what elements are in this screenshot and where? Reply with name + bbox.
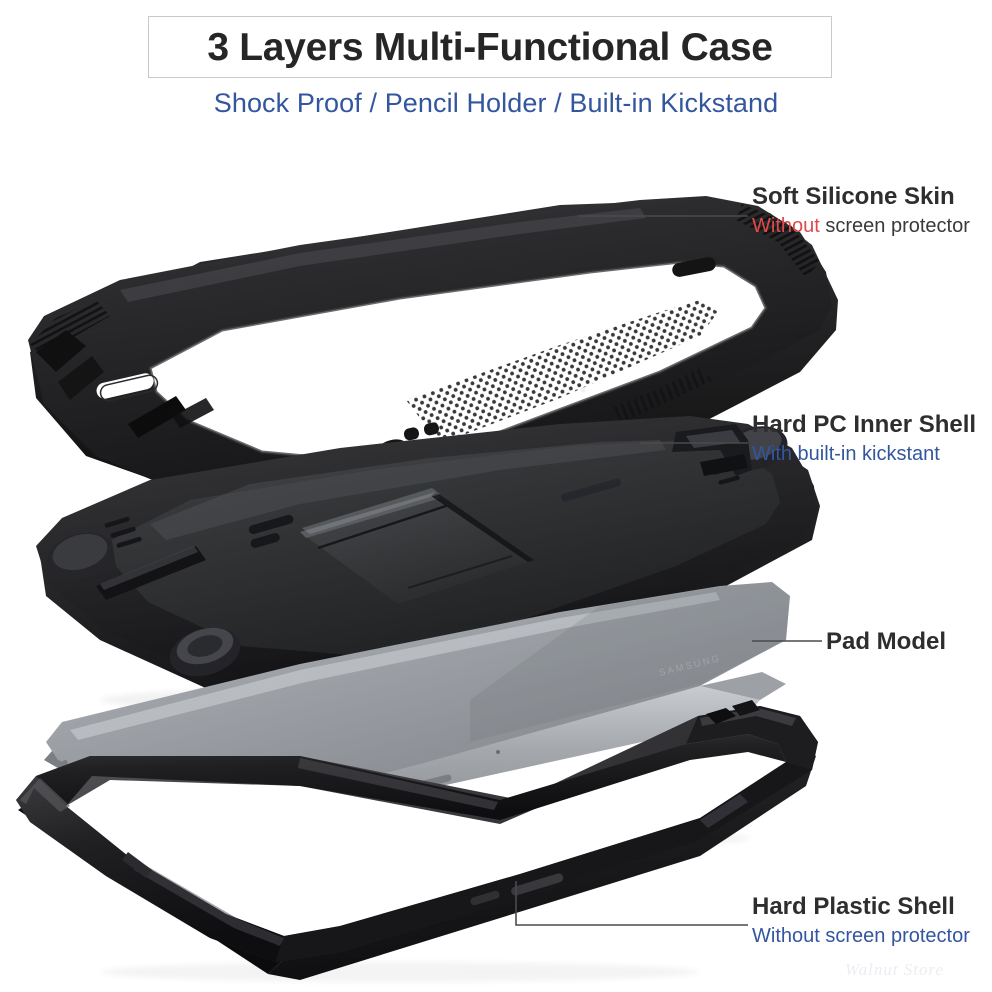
callout-pad-model: Pad Model	[826, 628, 946, 656]
layer-hard-plastic-shell	[16, 700, 818, 982]
watermark: Walnut Store	[845, 960, 945, 979]
callout-title-hard-pc-inner-shell: Hard PC Inner Shell	[752, 411, 977, 438]
title-box: 3 Layers Multi-Functional Case	[148, 16, 832, 78]
leader-lines	[515, 215, 822, 926]
callout-hard-plastic-shell: Hard Plastic Shell Without screen protec…	[752, 893, 970, 949]
page-subtitle: Shock Proof / Pencil Holder / Built-in K…	[213, 88, 779, 118]
callout-subtitle-hard-plastic-shell: Without screen protector	[752, 925, 970, 948]
callout-title-hard-plastic-shell: Hard Plastic Shell	[752, 893, 955, 920]
callout-title-pad-model: Pad Model	[826, 628, 947, 655]
leader-line-hard-plastic-shell	[515, 881, 748, 926]
callout-highlight-without: Without	[752, 215, 820, 238]
callout-subtitle-hard-pc-inner-shell: With built-in kickstant	[752, 443, 940, 466]
callout-hard-pc-inner-shell: Hard PC Inner Shell With built-in kickst…	[752, 411, 976, 467]
page-title: 3 Layers Multi-Functional Case	[207, 25, 773, 69]
callout-subtitle-soft-silicone-skin: Without screen protector	[752, 214, 970, 239]
callout-subtitle-rest: screen protector	[819, 215, 970, 238]
layer-hard-pc-inner-shell	[36, 416, 820, 714]
callout-title-soft-silicone-skin: Soft Silicone Skin	[752, 183, 955, 210]
callout-soft-silicone-skin: Soft Silicone Skin Without screen protec…	[752, 183, 970, 239]
